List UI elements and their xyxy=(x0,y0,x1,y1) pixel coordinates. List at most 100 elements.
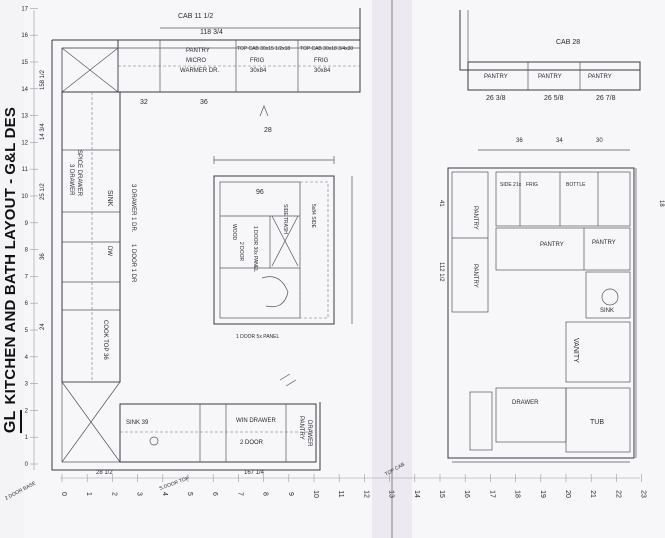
upper-sec-label-1: SIDE 21x xyxy=(500,182,522,188)
upper-cab-1-line3: WARMER DR. xyxy=(180,68,219,74)
dim-top-3: 28 xyxy=(264,127,272,134)
left-ruler-label: 17 xyxy=(21,6,28,12)
upper-cab-3-line3: 30x84 xyxy=(314,68,331,74)
left-ruler-label: 10 xyxy=(21,194,28,200)
upper-sec-label-3: BOTTLE xyxy=(566,182,586,188)
bottom-ruler-label: 21 xyxy=(589,490,596,498)
left-ruler-label: 5 xyxy=(25,328,29,334)
left-dim-5: 24 xyxy=(40,323,46,330)
upper-sec-label-4: PANTRY xyxy=(472,206,478,230)
left-ruler-label: 1 xyxy=(25,435,29,441)
bottom-ruler-label: 7 xyxy=(236,492,243,496)
right-top-dim-3: 26 7/8 xyxy=(596,95,616,102)
upper-cab-3-line2: FRIG xyxy=(314,58,329,64)
bottom-ruler-label: 22 xyxy=(614,490,621,498)
upper-sec-dim-1: 36 xyxy=(516,138,523,144)
bottom-ruler-label: 10 xyxy=(312,490,319,498)
right-top-label: CAB 28 xyxy=(556,39,580,46)
drawer-label: DRAWER xyxy=(512,400,539,406)
bottom-ruler-label: 2 xyxy=(110,492,117,496)
bottom-dim-1: 167 1/4 xyxy=(244,470,265,476)
left-side-label-1: SPICE DRAWER xyxy=(76,150,82,197)
bottom-run-win-2: 2 DOOR xyxy=(240,440,264,446)
right-top-dim-2: 26 5/8 xyxy=(544,95,564,102)
top-wall-dim: 118 3/4 xyxy=(200,29,223,36)
left-run-cooktop: COOK TOP 36 xyxy=(102,320,108,360)
bottom-ruler-label: 9 xyxy=(287,492,294,496)
title-strip: GLKITCHEN AND BATH LAYOUT-G&L DES xyxy=(0,0,24,538)
bottom-run-pantry-2: DRAWER xyxy=(306,420,312,447)
left-dim-4: 36 xyxy=(40,253,46,260)
left-run-drawers: 3 DRAWER 1 DR. xyxy=(130,184,136,233)
bottom-ruler-label: 16 xyxy=(463,490,470,498)
upper-cab-2-line3: 30x84 xyxy=(250,68,267,74)
left-ruler-label: 14 xyxy=(21,87,28,93)
vanity-label: VANITY xyxy=(572,338,579,363)
upper-sec-dim-2: 34 xyxy=(556,138,563,144)
bottom-ruler-label: 13 xyxy=(388,490,395,498)
island-label-2: 2 DOOR xyxy=(238,242,244,262)
bottom-ruler-label: 12 xyxy=(362,490,369,498)
margin-note-1: 2 DOOR BASE xyxy=(4,480,37,502)
bottom-ruler-label: 14 xyxy=(413,490,420,498)
bottom-dim-2: 28 1/2 xyxy=(96,470,113,476)
island-label-3: 1 DOOR 30x PANEL xyxy=(252,226,258,272)
upper-cab-2-line2: FRIG xyxy=(250,58,265,64)
left-ruler-label: 13 xyxy=(21,114,28,120)
left-side-label-2: 3 DRAWER xyxy=(68,164,74,196)
left-ruler-label: 9 xyxy=(25,221,29,227)
left-dim-2: 14 3/4 xyxy=(40,123,46,140)
kitchen-plan xyxy=(51,8,361,471)
bath-plan xyxy=(447,10,641,463)
left-base-run xyxy=(61,91,121,383)
bottom-corner xyxy=(61,381,121,463)
left-dim-3: 25 1/2 xyxy=(40,183,46,200)
upper-cab-2-name: TOP CAB 30x15 1/2x18 xyxy=(237,46,290,52)
bottom-ruler-label: 23 xyxy=(640,490,647,498)
dim-top-1: 32 xyxy=(140,99,148,106)
bottom-ruler-label: 15 xyxy=(438,490,445,498)
right-side-dim-2: 112 1/2 xyxy=(438,262,444,282)
bottom-run-sink: SINK 39 xyxy=(126,420,149,426)
upper-sec-label-5: PANTRY xyxy=(472,264,478,288)
island-label-1: WOOD xyxy=(231,224,237,240)
left-ruler-label: 12 xyxy=(21,140,28,146)
right-side-dim-1: 41 xyxy=(438,200,444,207)
left-dim-1: 158 1/2 xyxy=(40,69,46,90)
bottom-run-win: WIN DRAWER xyxy=(236,418,276,424)
bottom-base-run xyxy=(119,403,317,463)
island-width-dim: 96 xyxy=(256,189,264,196)
left-run-dw: DW xyxy=(106,246,112,256)
corner-lazy-susan xyxy=(61,47,119,93)
right-top-item-3: PANTRY xyxy=(588,74,612,80)
mid-sec-label-2: PANTRY xyxy=(592,240,616,246)
upper-cab-1-name: PANTRY xyxy=(186,48,210,54)
island-bottom-label: 1 DOOR 5x PANEL xyxy=(236,334,279,340)
bottom-ruler-label: 20 xyxy=(564,490,571,498)
left-ruler-label: 16 xyxy=(21,33,28,39)
left-ruler-label: 4 xyxy=(25,355,29,361)
vanity-box xyxy=(565,321,631,383)
upper-cab-1-line2: MICRO xyxy=(186,58,206,64)
left-run-sink: SINK xyxy=(106,190,113,207)
mid-sec-label-1: PANTRY xyxy=(540,242,564,248)
bottom-ruler-label: 1 xyxy=(85,492,92,496)
left-ruler-label: 6 xyxy=(25,301,29,307)
bath-outer xyxy=(447,167,635,459)
bottom-ruler-label: 5 xyxy=(186,492,193,496)
middle-section xyxy=(495,227,631,271)
left-ruler-label: 15 xyxy=(21,60,28,66)
island-sink-icon xyxy=(261,276,289,308)
left-run-door: 1 DOOR 1 DR xyxy=(130,244,136,283)
upper-cab-3-name: TOP CAB 30x18 3/4x30 xyxy=(300,46,353,52)
bottom-ruler-label: 3 xyxy=(136,492,143,496)
bottom-ruler-label: 18 xyxy=(514,490,521,498)
upper-sec-dim-3: 30 xyxy=(596,138,603,144)
upper-pantry-row xyxy=(467,61,641,91)
right-side-dim-3: 18 xyxy=(658,200,664,207)
bottom-run-pantry: PANTRY xyxy=(298,416,304,440)
lav-sink-icon xyxy=(601,288,619,306)
left-ruler-label: 3 xyxy=(25,382,29,388)
tub-label: TUB xyxy=(590,419,604,426)
